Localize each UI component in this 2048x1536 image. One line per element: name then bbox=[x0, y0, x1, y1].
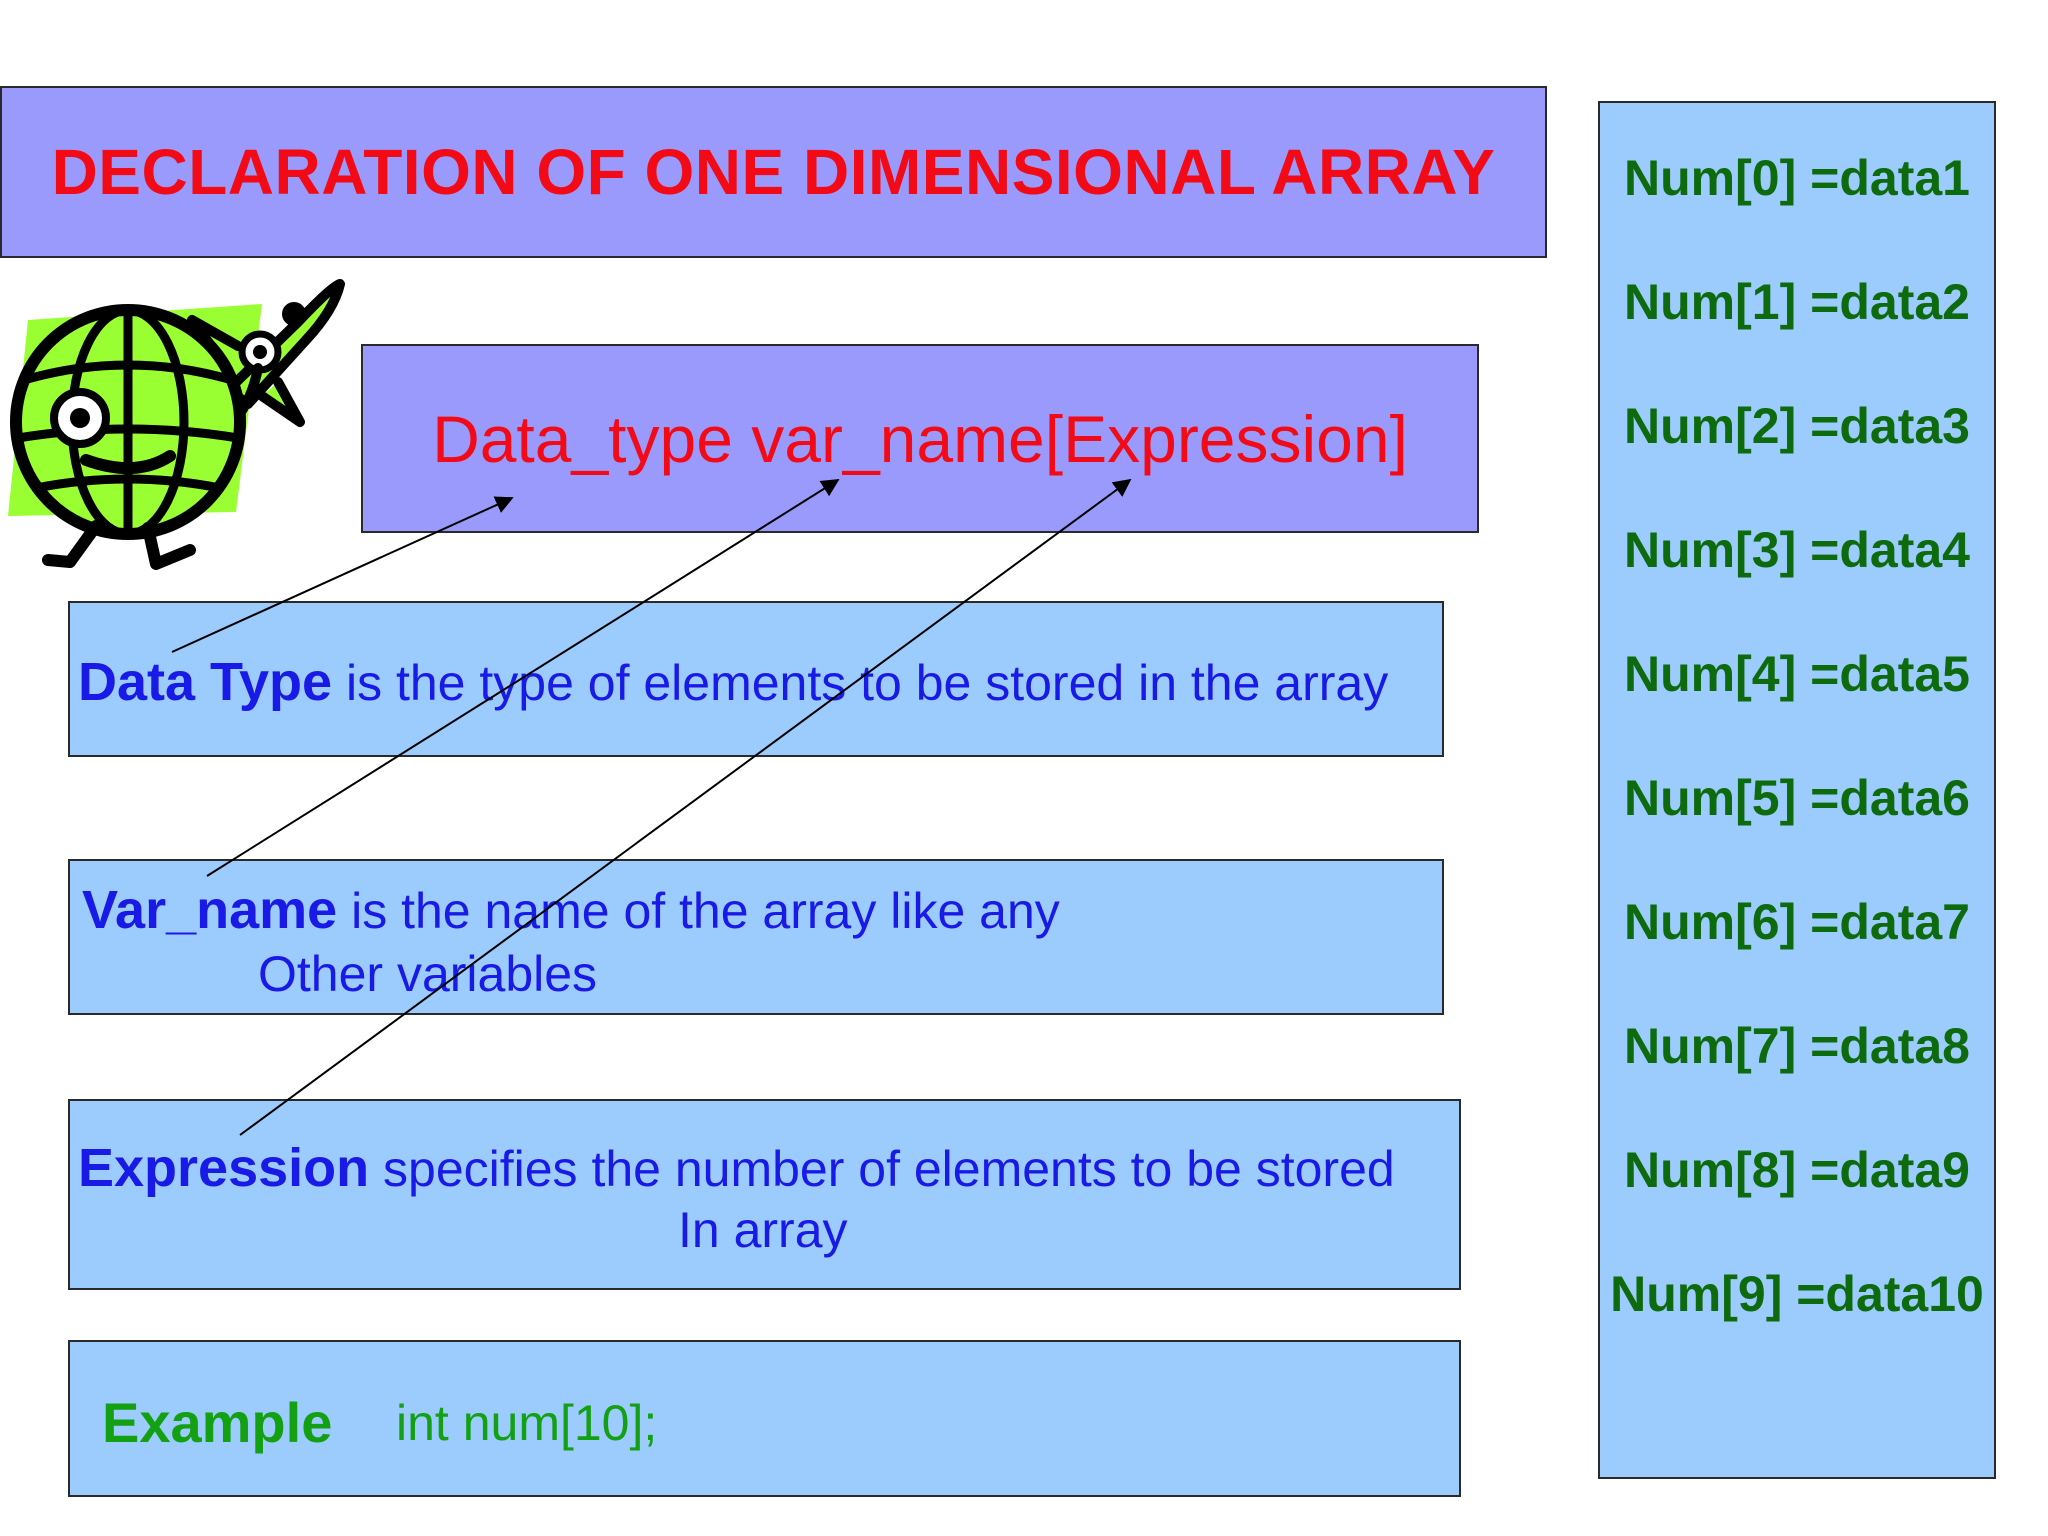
array-element: Num[5] =data6 bbox=[1624, 770, 1970, 826]
array-element: Num[0] =data1 bbox=[1624, 150, 1970, 206]
array-element: Num[9] =data10 bbox=[1610, 1266, 1984, 1322]
data-type-text: is the type of elements to be stored in … bbox=[332, 655, 1389, 711]
array-element: Num[6] =data7 bbox=[1624, 894, 1970, 950]
var-name-term: Var_name bbox=[82, 880, 338, 940]
data-type-line: Data Type is the type of elements to be … bbox=[78, 651, 1388, 713]
page-title: DECLARATION OF ONE DIMENSIONAL ARRAY bbox=[51, 136, 1496, 208]
expression-text: specifies the number of elements to be s… bbox=[369, 1141, 1395, 1197]
expression-term: Expression bbox=[78, 1138, 370, 1198]
data-type-description: Data Type is the type of elements to be … bbox=[68, 601, 1444, 757]
example-label: Example bbox=[102, 1391, 333, 1454]
data-type-term: Data Type bbox=[78, 652, 333, 712]
syntax-box: Data_type var_name[Expression] bbox=[361, 344, 1479, 533]
expression-line-2: In array bbox=[678, 1202, 848, 1258]
var-name-line: Var_name is the name of the array like a… bbox=[82, 879, 1060, 941]
array-element: Num[3] =data4 bbox=[1624, 522, 1970, 578]
title-banner: DECLARATION OF ONE DIMENSIONAL ARRAY bbox=[0, 86, 1547, 258]
var-name-description: Var_name is the name of the array like a… bbox=[68, 859, 1444, 1015]
array-element: Num[2] =data3 bbox=[1624, 398, 1970, 454]
var-name-line-2: Other variables bbox=[258, 946, 598, 1002]
syntax-text: Data_type var_name[Expression] bbox=[432, 401, 1408, 476]
example-box: Example int num[10]; bbox=[68, 1340, 1461, 1497]
array-element: Num[7] =data8 bbox=[1624, 1018, 1970, 1074]
expression-line: Expression specifies the number of eleme… bbox=[78, 1137, 1395, 1199]
example-code: int num[10]; bbox=[396, 1395, 658, 1451]
array-element: Num[4] =data5 bbox=[1624, 646, 1970, 702]
expression-description: Expression specifies the number of eleme… bbox=[68, 1099, 1461, 1290]
arrow-expression bbox=[239, 478, 1132, 1136]
array-element: Num[1] =data2 bbox=[1624, 274, 1970, 330]
var-name-text: is the name of the array like any bbox=[337, 883, 1060, 939]
array-elements-panel: Num[0] =data1 Num[1] =data2 Num[2] =data… bbox=[1598, 101, 1996, 1479]
globe-rocket-clipart-icon bbox=[8, 279, 345, 570]
array-element: Num[8] =data9 bbox=[1624, 1142, 1970, 1198]
